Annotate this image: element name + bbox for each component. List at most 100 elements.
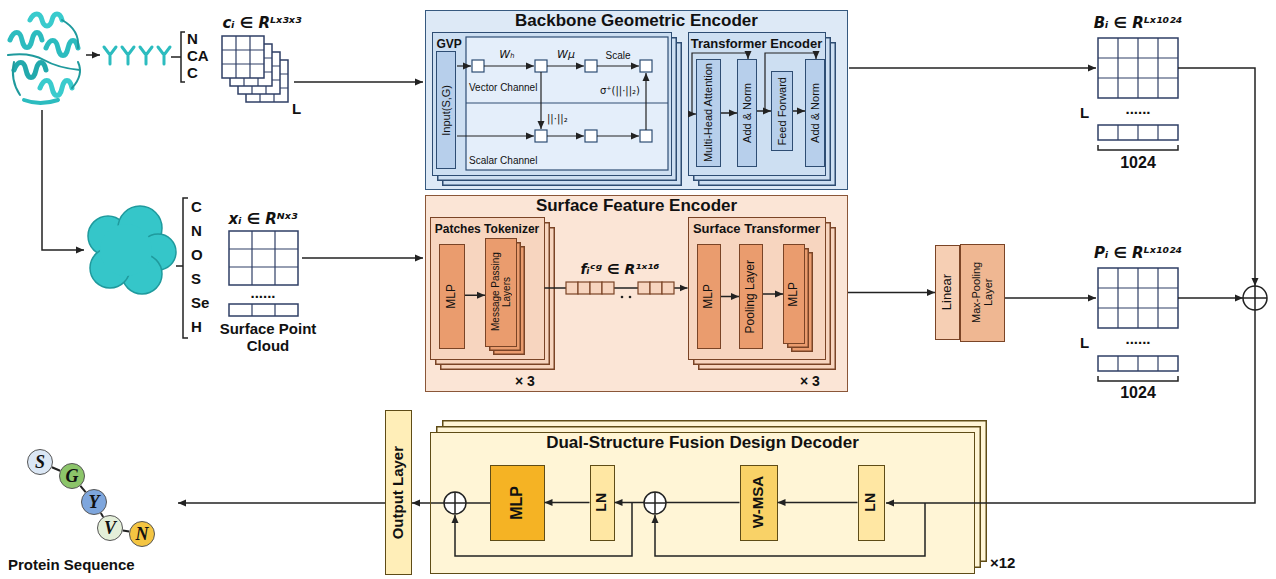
illustration-path	[46, 41, 78, 56]
add-norm-box: Add & Norm	[805, 59, 825, 167]
illustration-use	[1098, 38, 1178, 98]
atom-label: S	[191, 270, 201, 287]
label-holder: ......	[1125, 100, 1150, 118]
illustration-path	[30, 14, 62, 26]
node-text: Multi-Head Attention	[702, 63, 714, 162]
illustration-path	[1098, 376, 1178, 381]
atom-label: N	[187, 30, 198, 47]
illustration-line	[466, 102, 668, 103]
node-text: N	[136, 525, 149, 543]
illustration-path	[692, 53, 748, 114]
node-text: MLP	[787, 282, 800, 307]
illustration-rect	[640, 60, 652, 72]
illustration-path	[597, 65, 639, 66]
label-holder: Scalar Channel	[469, 150, 537, 168]
label-holder: N	[187, 30, 198, 48]
dimension-label: L	[292, 100, 301, 117]
math-label: σ⁺(||·||₂)	[600, 85, 640, 97]
node-text: Output Layer	[390, 446, 407, 539]
weight-label: Wμ	[557, 49, 575, 62]
label-holder: L	[292, 100, 301, 118]
node-text: Pooling Layer	[744, 260, 757, 333]
illustration-use	[1098, 268, 1178, 328]
node-text: Transformer Encoder	[691, 37, 823, 51]
residue-circle: V	[97, 515, 123, 541]
math-label: Pᵢ ∈ Rᴸˣ¹⁰²⁴	[1094, 245, 1182, 262]
label-holder: × 3	[515, 372, 535, 390]
illustration-rect	[602, 282, 614, 294]
illustration-path	[457, 135, 534, 136]
illustration-use	[222, 36, 264, 78]
layer-norm-box: LN	[590, 465, 615, 541]
illustration-path	[1098, 145, 1178, 150]
weight-label: Wₕ	[499, 49, 514, 62]
connector	[721, 112, 737, 114]
node-text: Max-Pooling Layer	[970, 247, 994, 338]
mlp-box: MLP	[697, 244, 721, 349]
illustration-rect	[585, 130, 597, 142]
math-label: xᵢ ∈ Rᴺˣ³	[228, 211, 297, 228]
illustration-line	[86, 54, 100, 56]
atom-label: Se	[191, 294, 209, 311]
illustration-rect	[590, 282, 602, 294]
node-text: Surface Transformer	[693, 222, 820, 236]
node-text: Feed Forward	[776, 77, 788, 145]
dimension-label: 1024	[1120, 154, 1156, 172]
illustration-path	[645, 73, 646, 130]
ellipsis: ......	[1125, 100, 1150, 117]
label-holder: xᵢ ∈ Rᴺˣ³	[228, 210, 297, 228]
illustration-g	[566, 282, 674, 294]
surface-transformer-block: Surface TransformerMLP Pooling Layer MLP	[688, 217, 826, 360]
node-text: W-MSA	[750, 476, 767, 528]
connector	[793, 110, 805, 112]
node-text: MLP	[702, 284, 715, 309]
label-holder: cᵢ ∈ Rᴸˣ³ˣ³	[222, 14, 301, 32]
illustration-path	[547, 135, 584, 136]
label-holder: Wₕ	[499, 44, 514, 62]
illustration-path	[547, 65, 584, 66]
node-text: Add & Norm	[809, 83, 821, 143]
illustration-line	[178, 502, 385, 504]
repeat-label: × 3	[800, 373, 820, 389]
illustration-path	[1178, 68, 1255, 286]
connector	[763, 293, 783, 295]
mlp-box: MLP	[439, 244, 465, 349]
atom-label: O	[191, 246, 203, 263]
residue-circle: G	[59, 463, 85, 489]
label-holder: Surface Point Cloud	[213, 320, 323, 355]
dimension-label: 1024	[1120, 384, 1156, 402]
illustration-rect	[535, 130, 547, 142]
label-holder: ||·||₂	[547, 108, 568, 126]
illustration-rect	[535, 60, 547, 72]
illustration-rect	[585, 60, 597, 72]
caption-label: Protein Sequence	[8, 556, 135, 573]
illustration-rect	[662, 282, 674, 294]
illustration-use	[229, 231, 298, 285]
connector	[52, 467, 60, 471]
atom-label: C	[191, 198, 202, 215]
atom-label: CA	[187, 47, 209, 64]
node-text: Message Passing Layers	[490, 241, 512, 343]
illustration-g	[8, 14, 80, 103]
feed-forward-box: Feed Forward	[771, 71, 793, 151]
illustration-circle	[621, 296, 624, 299]
dimension-label: L	[1080, 104, 1089, 121]
label-holder: Protein Sequence	[8, 556, 135, 574]
label-holder: H	[191, 318, 202, 336]
input-box: Input(S,G)	[436, 51, 456, 169]
message-passing-box: Message Passing Layers	[485, 238, 517, 347]
node-text: V	[104, 519, 116, 537]
illustration-path	[655, 503, 925, 556]
node-text: S	[35, 453, 45, 471]
node-text: Backbone Geometric Encoder	[515, 12, 758, 31]
illustration-path	[40, 81, 72, 96]
illustration-line	[1005, 297, 1096, 299]
tokenizer-block: Patches TokenizerMLPMessage Passing Laye…	[430, 217, 545, 360]
illustration-line	[302, 257, 423, 259]
repeat-label: ×12	[990, 554, 1015, 571]
illustration-g	[444, 286, 1267, 514]
label-holder: ×12	[990, 554, 1015, 572]
node-text: LN	[594, 493, 609, 512]
illustration-polyline	[42, 110, 84, 250]
connector	[757, 110, 771, 112]
